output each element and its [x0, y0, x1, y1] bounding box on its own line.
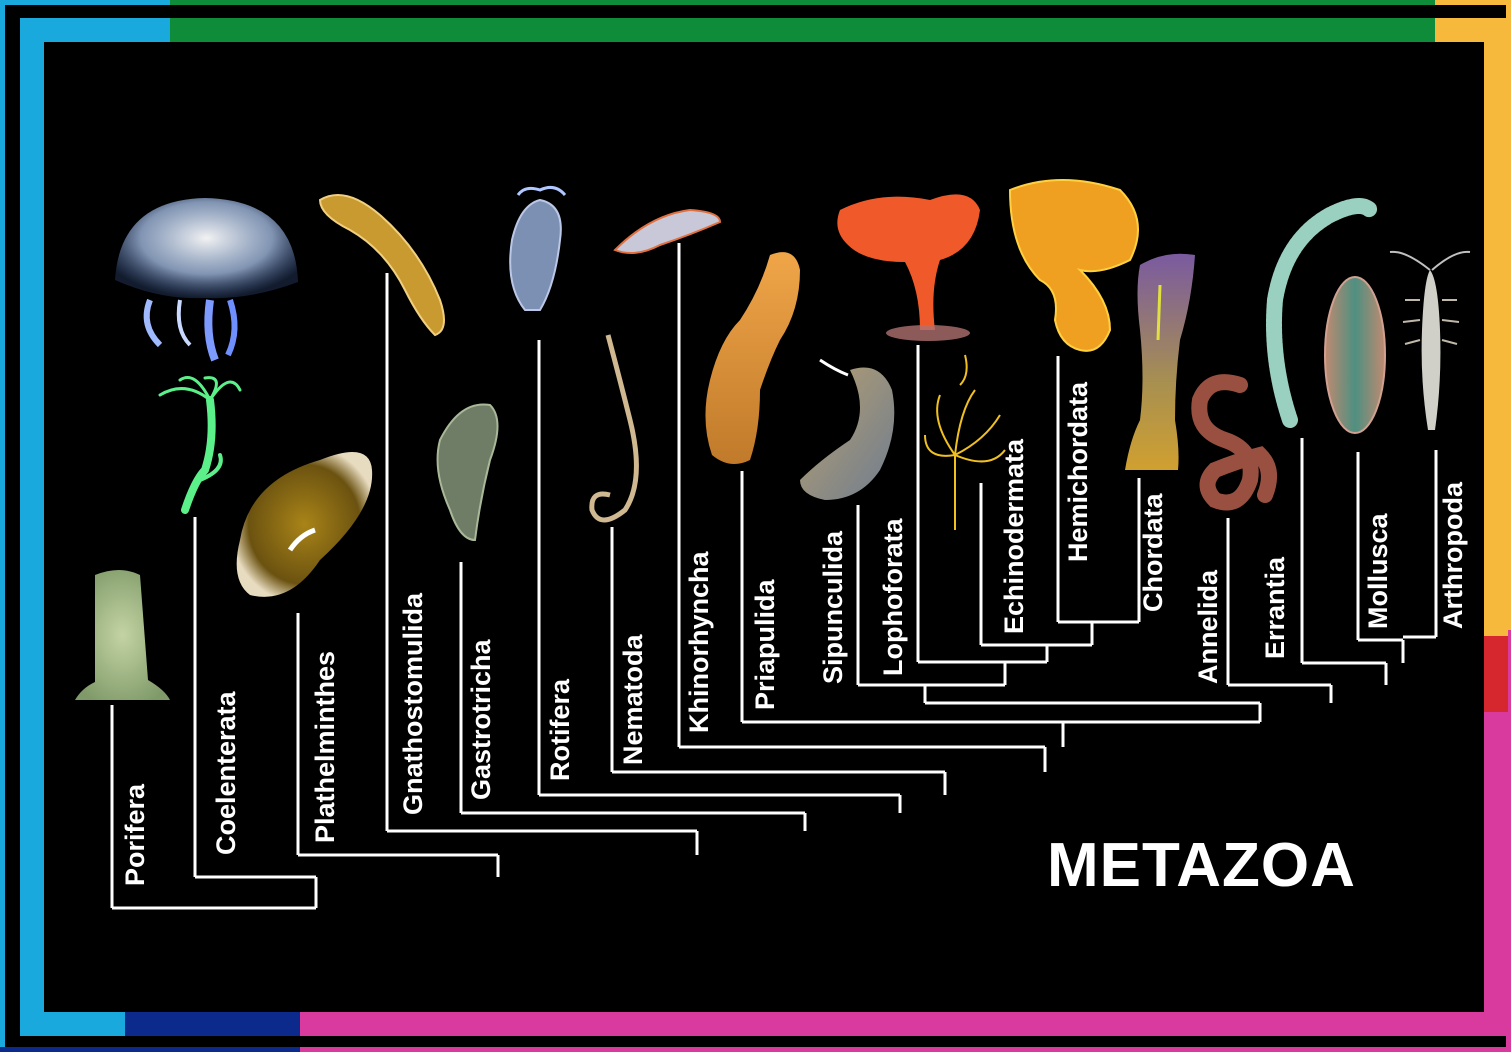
- taxon-label-lophoforata: Lophoforata: [880, 519, 907, 676]
- taxon-label-gastrotricha: Gastrotricha: [468, 639, 495, 800]
- taxon-label-rotifera: Rotifera: [547, 679, 574, 781]
- taxon-label-khinorhyncha: Khinorhyncha: [686, 551, 713, 733]
- taxon-label-sipunculida: Sipunculida: [820, 531, 847, 684]
- main-title: METAZOA: [1047, 835, 1356, 897]
- taxon-label-hemichordata: Hemichordata: [1065, 382, 1092, 562]
- taxon-label-porifera: Porifera: [122, 784, 149, 886]
- taxon-label-arthropoda: Arthropoda: [1440, 482, 1467, 629]
- taxon-label-nematoda: Nematoda: [620, 634, 647, 765]
- chiton-illustration: [1325, 277, 1385, 433]
- taxon-label-gnathostomulida: Gnathostomulida: [400, 593, 427, 815]
- taxon-label-chordata: Chordata: [1140, 493, 1167, 612]
- taxon-label-mollusca: Mollusca: [1365, 513, 1392, 629]
- taxon-label-annelida: Annelida: [1195, 570, 1222, 684]
- taxon-label-echinodermata: Echinodermata: [1001, 439, 1028, 634]
- taxon-label-errantia: Errantia: [1262, 557, 1289, 659]
- taxon-label-coelenterata: Coelenterata: [213, 691, 240, 855]
- taxon-label-plathelminthes: Plathelminthes: [312, 651, 339, 843]
- taxon-label-priapulida: Priapulida: [752, 579, 779, 710]
